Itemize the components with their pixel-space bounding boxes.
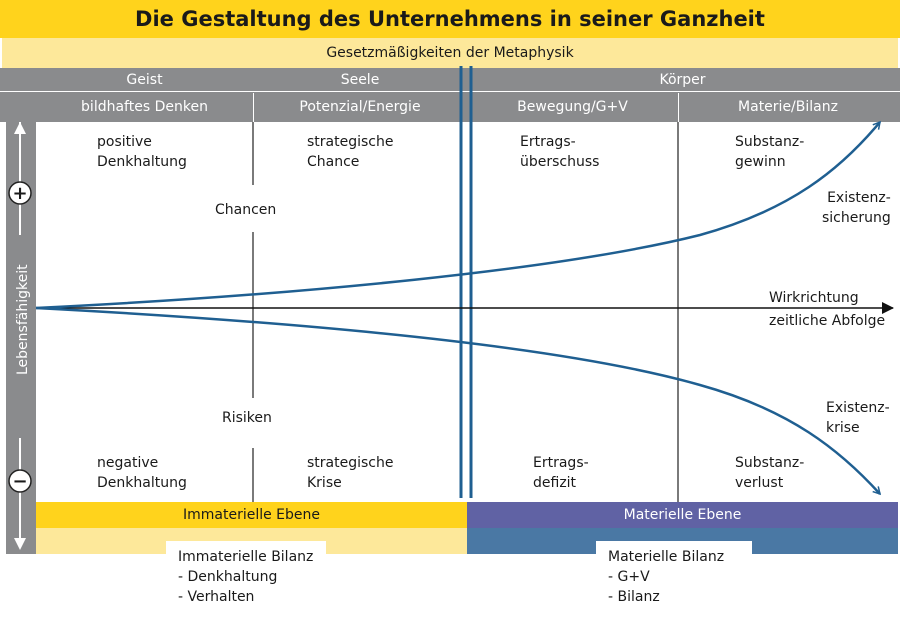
existence-security-label: Existenz- sicherung <box>822 190 891 226</box>
x-axis-label-time: zeitliche Abfolge <box>769 313 886 329</box>
substance-loss-label: Substanz- verlust <box>735 455 805 491</box>
minus-icon <box>8 469 32 493</box>
arrow-down-icon <box>14 538 26 550</box>
category-potenzial-energie: Potenzial/Energie <box>299 98 421 115</box>
strategic-crisis-label: strategische Krise <box>307 455 394 491</box>
column-divider <box>253 93 254 122</box>
category-seele: Seele <box>340 71 380 88</box>
arrow-up-icon <box>14 122 26 134</box>
existence-crisis-label: Existenz- krise <box>826 400 890 436</box>
subtitle-bar: Gesetzmäßigkeiten der Metaphysik <box>2 38 898 68</box>
substance-gain-label: Substanz- gewinn <box>735 134 805 170</box>
category-row-top: Geist Seele Körper <box>0 68 900 91</box>
column-divider <box>678 93 679 122</box>
y-axis-label: Lebensfähigkeit <box>15 264 31 375</box>
growth-curve <box>35 122 880 310</box>
profit-surplus-label: Ertrags- überschuss <box>520 134 600 170</box>
page-title: Die Gestaltung des Unternehmens in seine… <box>0 0 900 38</box>
risiken-label: Risiken <box>222 410 272 426</box>
plus-symbol: + <box>12 182 28 204</box>
row-divider <box>0 91 900 92</box>
category-row-sub: bildhaftes Denken Potenzial/Energie Bewe… <box>0 91 900 122</box>
material-level-band: Materielle Ebene <box>467 502 898 528</box>
minus-symbol: − <box>12 470 28 492</box>
material-balance-box: Materielle Bilanz - G+V - Bilanz <box>596 541 752 623</box>
decline-curve <box>35 306 880 494</box>
x-axis-label-direction: Wirkrichtung <box>769 290 859 306</box>
category-materie-bilanz: Materie/Bilanz <box>738 98 838 115</box>
chancen-label: Chancen <box>215 202 277 218</box>
profit-deficit-label: Ertrags- defizit <box>533 455 589 491</box>
category-geist: Geist <box>126 71 163 88</box>
category-bildhaftes-denken: bildhaftes Denken <box>81 98 208 115</box>
plus-icon <box>8 181 32 205</box>
category-koerper: Körper <box>659 71 706 88</box>
strategic-chance-label: strategische Chance <box>307 134 394 170</box>
negative-mindset-label: negative Denkhaltung <box>97 455 187 491</box>
immaterial-level-band: Immaterielle Ebene <box>36 502 467 528</box>
positive-mindset-label: positive Denkhaltung <box>97 134 187 170</box>
category-bewegung: Bewegung/G+V <box>517 98 628 115</box>
immaterial-balance-box: Immaterielle Bilanz - Denkhaltung - Verh… <box>166 541 326 623</box>
